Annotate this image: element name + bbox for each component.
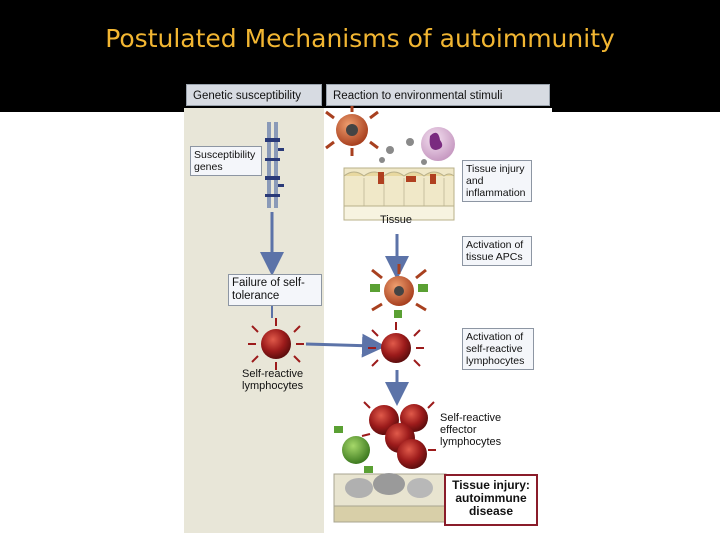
activation-apcs-label: Activation of tissue APCs	[462, 236, 532, 266]
effector-lymphocytes-label: Self-reactive effector lymphocytes	[440, 412, 502, 448]
tissue-apc-icon	[370, 264, 428, 318]
tissue-label: Tissue	[380, 214, 412, 226]
chromosome-icon	[265, 122, 284, 208]
effector-lymphocytes-icon	[361, 401, 436, 469]
tissue-icon	[343, 167, 455, 221]
microbe-icons	[379, 138, 427, 165]
activated-lymphocyte-icon	[368, 322, 424, 367]
header-genetic: Genetic susceptibility	[186, 84, 322, 106]
susceptibility-genes-label: Susceptibility genes	[190, 146, 262, 176]
dendritic-cell-icon	[325, 104, 379, 156]
left-panel	[184, 108, 324, 533]
header-environment: Reaction to environmental stimuli	[326, 84, 550, 106]
slide-title: Postulated Mechanisms of autoimmunity	[105, 24, 615, 53]
diagram-artwork	[184, 104, 552, 533]
granulocyte-icon	[421, 127, 455, 161]
autoimmune-disease-box: Tissue injury: autoimmune disease	[444, 474, 538, 526]
macrophage-icon	[334, 426, 373, 473]
tissue-injury-inflammation-label: Tissue injury and inflammation	[462, 160, 532, 202]
damaged-tissue-icon	[333, 473, 447, 523]
activation-lymphocytes-label: Activation of self-reactive lymphocytes	[462, 328, 534, 370]
autoimmunity-diagram: Genetic susceptibility Reaction to envir…	[184, 78, 552, 533]
self-reactive-lymphocytes-label: Self-reactive lymphocytes	[242, 368, 304, 392]
arrow-to-activation	[305, 333, 386, 358]
failure-tolerance-label: Failure of self-tolerance	[228, 274, 322, 306]
self-reactive-lymphocyte-icon	[248, 318, 304, 370]
